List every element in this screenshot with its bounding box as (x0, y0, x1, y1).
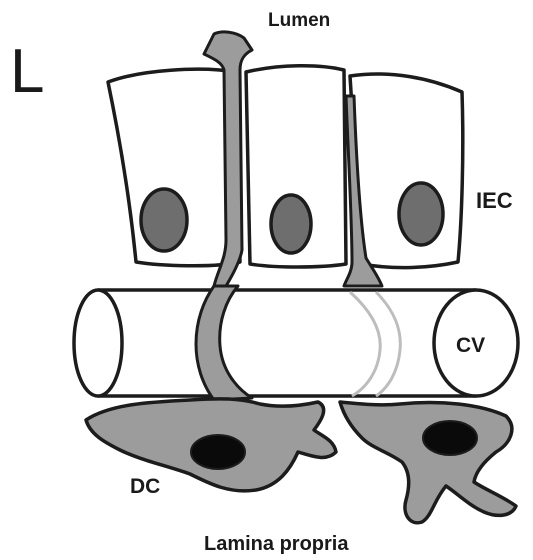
lamina-propria-label: Lamina propria (204, 533, 349, 555)
dc-label: DC (130, 475, 160, 498)
dendritic-cell-right-nucleus (423, 421, 477, 455)
dendritic-cell-right (340, 402, 516, 523)
epithelial-nucleus-right (399, 183, 443, 245)
panel-letter: L (10, 37, 44, 106)
cv-label: CV (456, 334, 485, 357)
epithelial-nucleus-left (141, 189, 187, 251)
capillary-left-end (74, 290, 122, 396)
capillary-vessel (74, 290, 518, 396)
epithelial-nucleus-middle (271, 195, 311, 253)
iec-label: IEC (476, 188, 513, 213)
lumen-label: Lumen (268, 10, 330, 31)
dendritic-cell-left-nucleus (191, 435, 245, 469)
